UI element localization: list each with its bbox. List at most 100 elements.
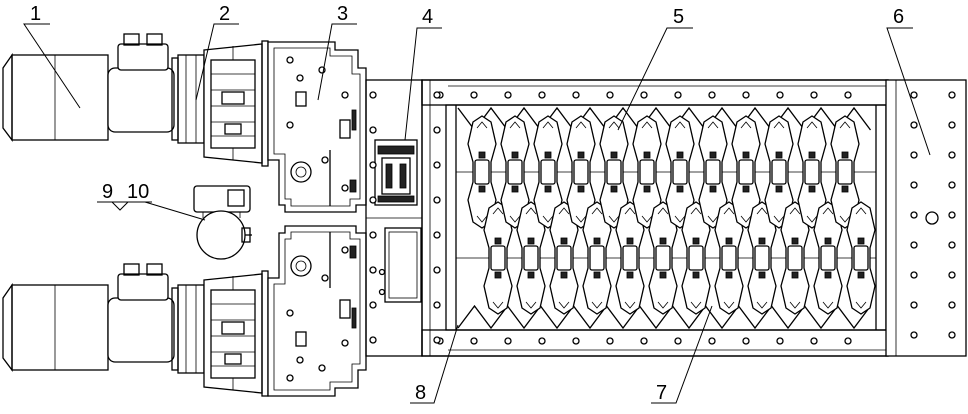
cutter-spacer [709, 185, 717, 193]
bottom-rail [421, 329, 889, 357]
gear-reducer [203, 40, 269, 167]
cutter-blade-claw [492, 207, 504, 309]
cutter-blade [813, 201, 843, 315]
motor-end-cap [2, 52, 13, 142]
cutter-spacer [808, 151, 816, 159]
auxiliary-terminal [227, 189, 245, 207]
bolt-hole [538, 337, 546, 345]
cutter-spacer [692, 271, 700, 279]
cutter-spacer [692, 237, 700, 245]
bolt-hole [948, 271, 956, 279]
auxiliary-pump-body [196, 210, 246, 260]
bolt-hole [910, 121, 918, 129]
bolt-hole [776, 337, 784, 345]
cutter-spacer [643, 185, 651, 193]
bolt-hole [470, 337, 478, 345]
cutter-blade [714, 201, 744, 315]
callout-2-leader [195, 23, 239, 101]
cutter-spacer [742, 185, 750, 193]
bolt-hole [433, 161, 441, 169]
cutter-blade-outline [846, 201, 876, 315]
callout-1-label: 1 [30, 3, 41, 25]
cutter-spacer [593, 237, 601, 245]
bolt-hole [708, 337, 716, 345]
bolt-hole [948, 151, 956, 159]
cutter-hub [622, 245, 638, 271]
callout-5-leader [617, 27, 693, 131]
housing-bolt [318, 66, 326, 74]
cutter-spacer [527, 237, 535, 245]
bolt-hole [640, 91, 648, 99]
cutter-hub [688, 245, 704, 271]
bolt-hole [674, 91, 682, 99]
shaft-boss [290, 161, 312, 183]
access-cover [378, 227, 422, 303]
bolt-hole [844, 91, 852, 99]
callout-7-label: 7 [656, 382, 667, 404]
cutter-spacer [808, 185, 816, 193]
cutter-blade [780, 201, 810, 315]
callout-4-leader [404, 27, 442, 141]
bolt-hole [910, 181, 918, 189]
bolt-hole [433, 336, 441, 344]
housing-bolt [286, 121, 294, 129]
bolt-hole [844, 337, 852, 345]
cutter-blade-claw [575, 121, 587, 223]
cutter-blade [615, 201, 645, 315]
reducer-flange [261, 40, 269, 167]
callout-10-leader [144, 201, 206, 221]
callout-6-leader [886, 27, 931, 156]
cutter-spacer [577, 151, 585, 159]
bolt-hole [910, 91, 918, 99]
cutter-spacer [626, 271, 634, 279]
cutter-spacer [577, 185, 585, 193]
housing-seal [351, 109, 357, 131]
drive-motor-lower [2, 263, 205, 374]
callout-9-leader [111, 201, 129, 211]
callout-9-label: 9 [102, 181, 113, 203]
cutter-blade [599, 115, 629, 229]
bolt-hole [369, 231, 377, 239]
cutter-blade [846, 201, 876, 315]
cutter-hub [804, 159, 820, 185]
cutter-spacer [544, 151, 552, 159]
bolt-hole [433, 196, 441, 204]
top-rail [421, 79, 889, 106]
coupling-unit-band [377, 145, 415, 155]
cutter-spacer [709, 151, 717, 159]
cutter-spacer [725, 237, 733, 245]
cutter-spacer [643, 151, 651, 159]
bolt-hole [910, 211, 918, 219]
cutter-spacer [610, 151, 618, 159]
cutter-blade-claw [558, 207, 570, 309]
cutter-spacer [478, 151, 486, 159]
bolt-hole [810, 91, 818, 99]
housing-seal [349, 179, 357, 193]
bolt-hole [433, 91, 441, 99]
cutter-blade-claw [723, 207, 735, 309]
frame-side-plate [365, 79, 423, 357]
callout-7-leader [651, 305, 713, 404]
cutter-hub [754, 245, 770, 271]
cutter-hub [655, 245, 671, 271]
housing-bolt [341, 91, 349, 99]
bolt-hole [369, 266, 377, 274]
bolt-hole [776, 91, 784, 99]
housing-lug [339, 119, 351, 139]
cutter-hub [589, 245, 605, 271]
cutter-hub [523, 245, 539, 271]
cutter-hub [639, 159, 655, 185]
bolt-hole [433, 231, 441, 239]
cutter-spacer [544, 185, 552, 193]
callout-5-label: 5 [673, 6, 684, 28]
cutter-blade-claw [822, 207, 834, 309]
bolt-hole [910, 241, 918, 249]
coupling-unit-band [377, 195, 415, 203]
cutter-spacer [494, 271, 502, 279]
cutter-blade-claw [707, 121, 719, 223]
cutter-blade-claw [773, 121, 785, 223]
bolt-hole [810, 337, 818, 345]
cutter-hub [490, 245, 506, 271]
bolt-hole [910, 271, 918, 279]
cutter-spacer [593, 271, 601, 279]
